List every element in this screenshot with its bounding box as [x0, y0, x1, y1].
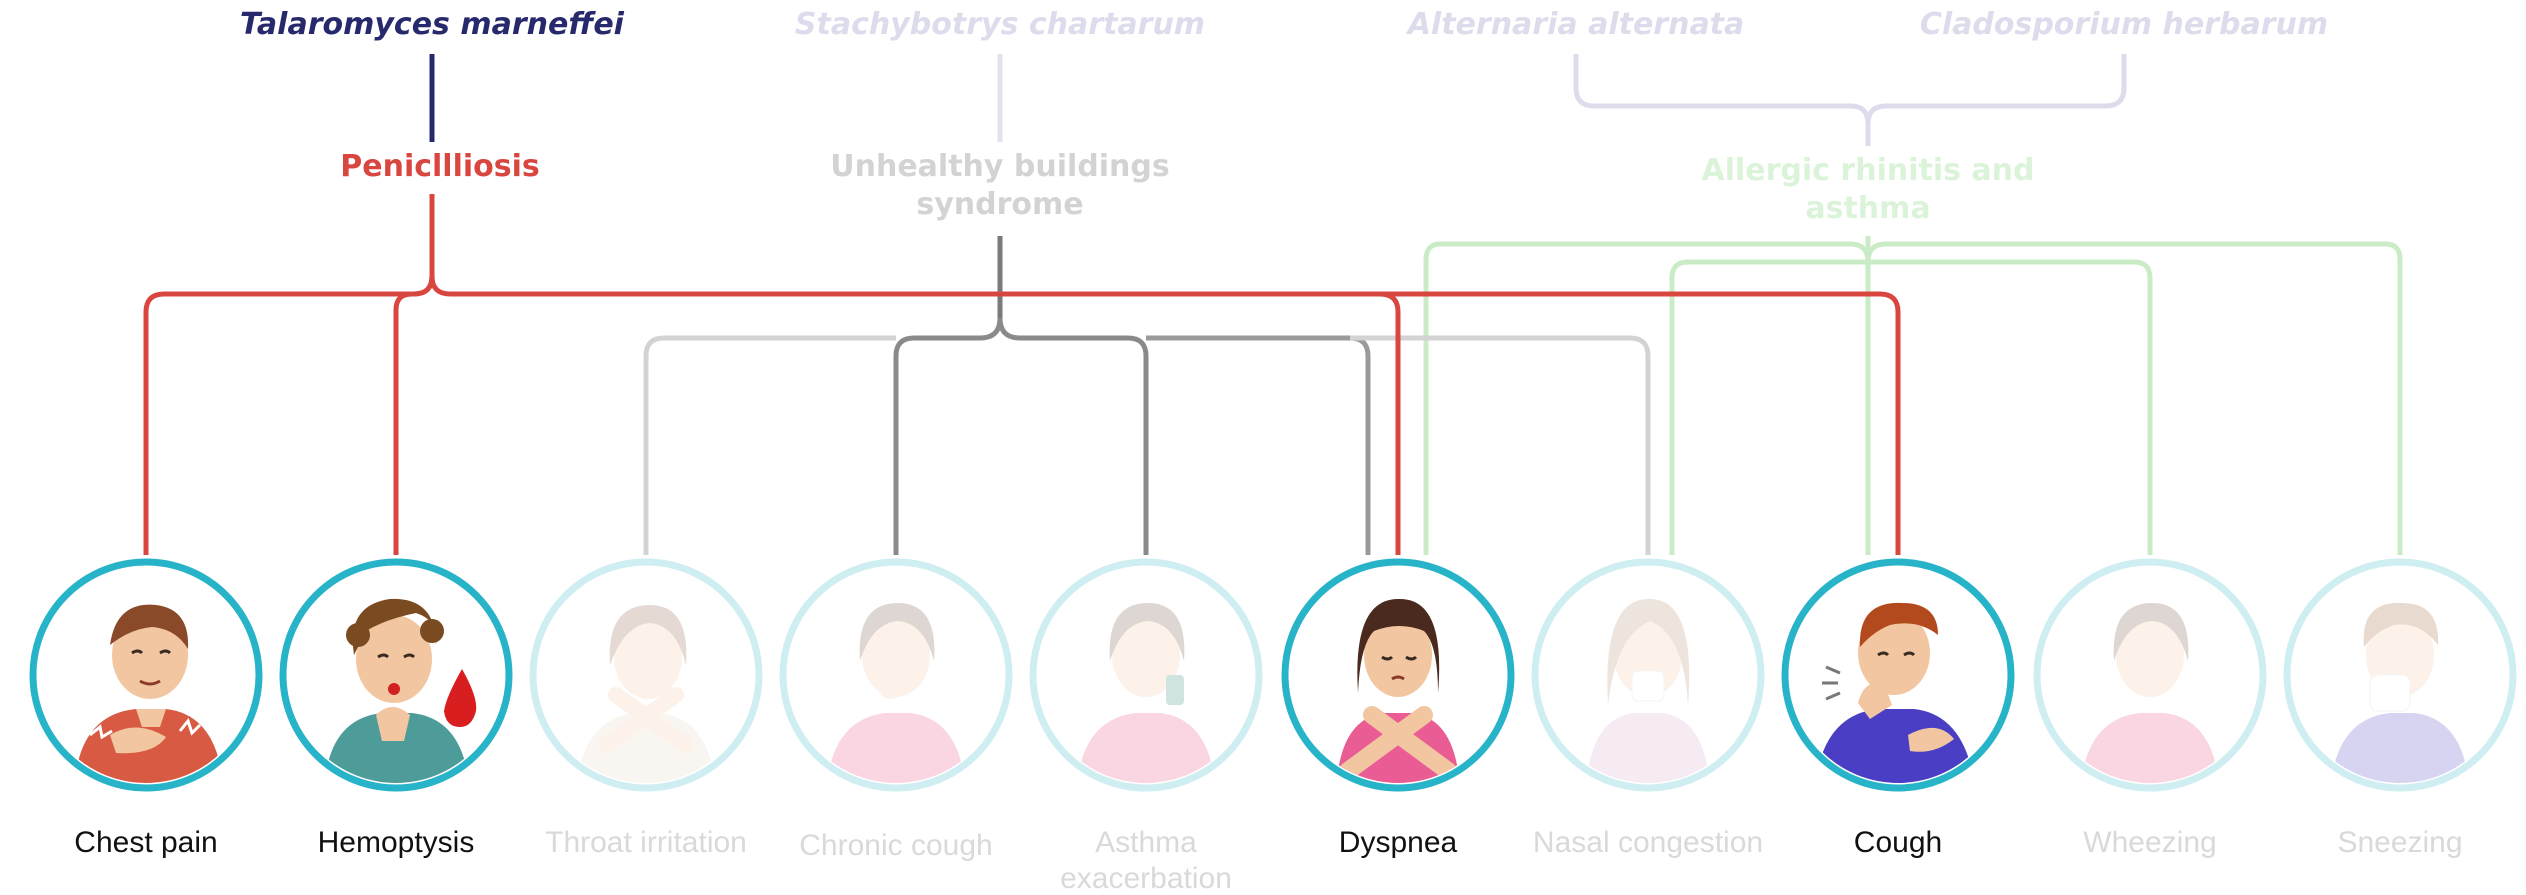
ubs-tree — [646, 236, 1648, 555]
label-throat-irritation: Throat irritation — [545, 826, 747, 859]
symptom-dyspnea — [1285, 562, 1511, 795]
organism-connectors — [432, 54, 2124, 146]
label-cough: Cough — [1854, 826, 1942, 859]
disease-penicilliosis: Penicllliosis — [340, 149, 540, 184]
label-asthma-exacerbation-line2: exacerbation — [1060, 862, 1232, 895]
disease-allergic-line2: asthma — [1805, 191, 1930, 226]
penicilliosis-tree — [146, 194, 1898, 555]
organism-stachybotrys: Stachybotrys chartarum — [795, 7, 1205, 42]
label-chest-pain: Chest pain — [74, 826, 217, 859]
disease-ubs-line2: syndrome — [916, 187, 1083, 222]
label-wheezing: Wheezing — [2083, 826, 2216, 859]
label-sneezing: Sneezing — [2337, 826, 2462, 859]
symptom-chest-pain — [33, 562, 259, 795]
symptom-labels: Chest pain Hemoptysis Throat irritation … — [74, 826, 2462, 895]
label-dyspnea: Dyspnea — [1339, 826, 1458, 859]
symptom-chronic-cough — [783, 562, 1009, 795]
label-hemoptysis: Hemoptysis — [318, 826, 475, 859]
allergic-tree — [1426, 236, 2400, 555]
organism-alternaria: Alternaria alternata — [1406, 7, 1745, 42]
organism-labels: Talaromyces marneffei Stachybotrys chart… — [240, 7, 2328, 42]
alternaria-cladosporium-bracket — [1576, 54, 2124, 146]
disease-ubs-line1: Unhealthy buildings — [830, 149, 1170, 184]
disease-labels: Penicllliosis Unhealthy buildings syndro… — [340, 149, 2034, 226]
label-chronic-cough: Chronic cough — [799, 829, 992, 862]
symptom-hemoptysis — [283, 562, 509, 795]
organism-talaromyces: Talaromyces marneffei — [240, 7, 625, 42]
symptom-nasal-congestion — [1535, 562, 1761, 795]
symptom-wheezing — [2037, 562, 2263, 795]
label-nasal-congestion: Nasal congestion — [1533, 826, 1763, 859]
label-asthma-exacerbation-line1: Asthma — [1095, 826, 1197, 859]
symptom-cough — [1785, 562, 2011, 795]
symptom-throat-irritation — [533, 562, 759, 795]
organism-cladosporium: Cladosporium herbarum — [1920, 7, 2328, 42]
disease-allergic-line1: Allergic rhinitis and — [1702, 153, 2035, 188]
symptom-asthma-exacerbation — [1033, 562, 1259, 795]
symptom-sneezing — [2287, 562, 2513, 795]
